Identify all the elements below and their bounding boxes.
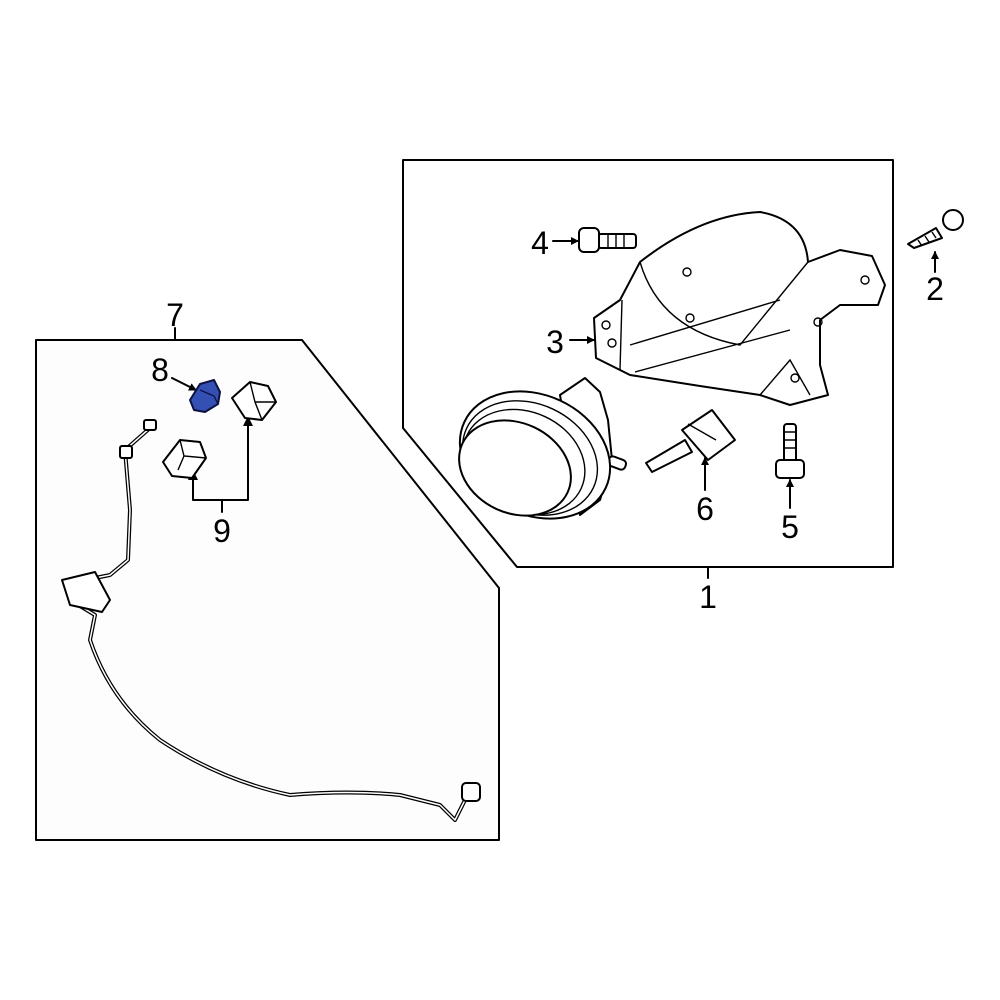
group-box-wiring-harness (35, 339, 500, 841)
connector-icon-highlighted[interactable] (189, 379, 221, 413)
group-box-fog-lamp-assembly (402, 159, 894, 568)
callout-1: 1 (699, 579, 717, 615)
wiring-harness-icon[interactable] (61, 419, 481, 822)
connector-icon[interactable] (231, 381, 277, 421)
connector-icon[interactable] (162, 439, 207, 479)
callout-2: 2 (926, 271, 944, 307)
bolt-icon[interactable] (775, 423, 805, 479)
callout-5: 5 (781, 509, 799, 545)
screw-icon[interactable] (907, 209, 964, 249)
fog-lamp-icon[interactable] (439, 368, 631, 543)
arrow-8 (171, 377, 197, 391)
callout-3: 3 (546, 324, 564, 360)
callout-8: 8 (151, 352, 169, 388)
bracket-9 (192, 421, 249, 513)
bracket-icon[interactable] (593, 211, 886, 406)
callout-6: 6 (696, 491, 714, 527)
callout-4: 4 (531, 225, 549, 261)
callout-9: 9 (213, 513, 231, 549)
callout-7: 7 (166, 297, 184, 333)
bulb-icon[interactable] (645, 409, 736, 473)
bolt-icon[interactable] (578, 227, 637, 253)
